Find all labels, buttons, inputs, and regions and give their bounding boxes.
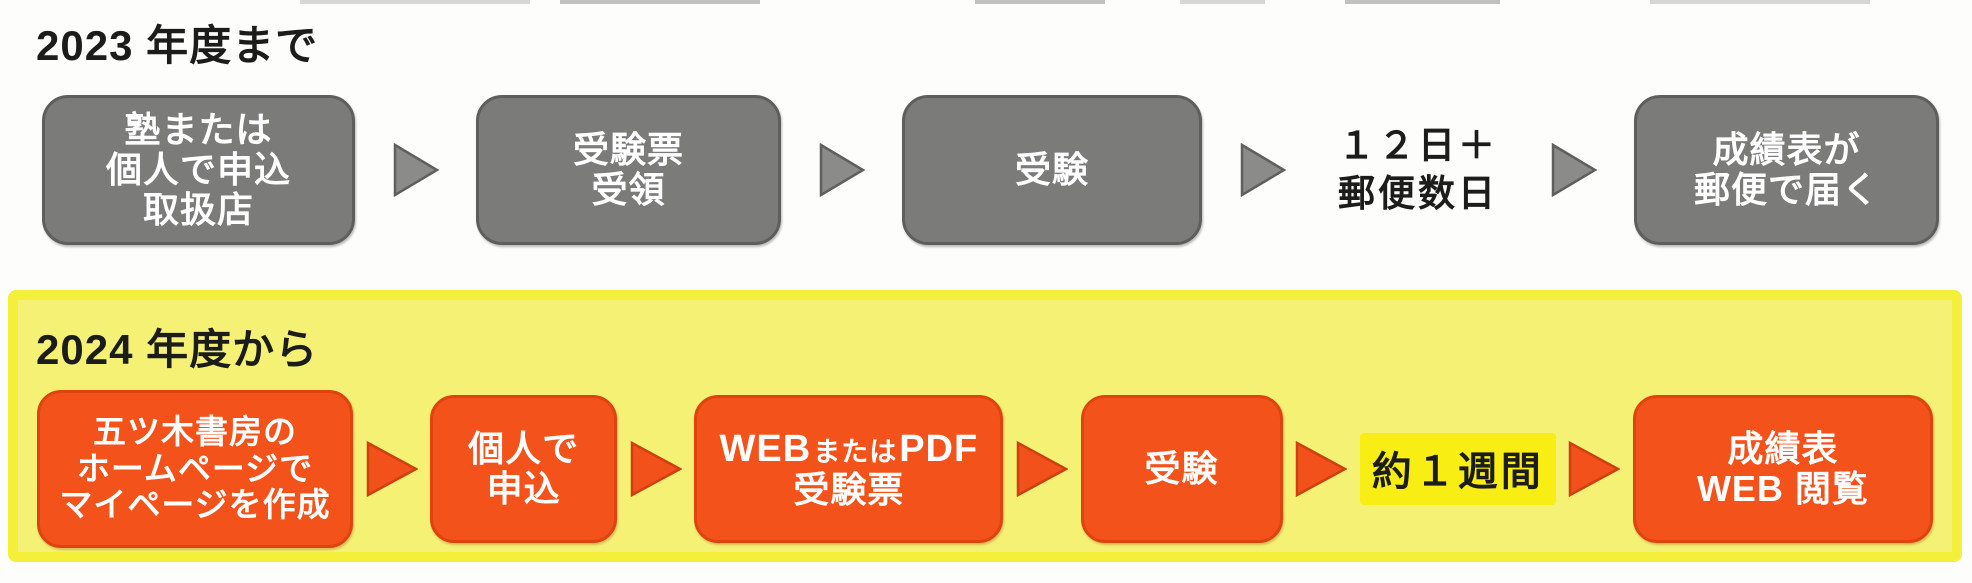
- wait-time-line1: １２日＋: [1338, 124, 1498, 166]
- web-label: WEB: [719, 427, 812, 470]
- step-mypage-line1: 五ツ木書房の: [93, 412, 297, 450]
- phase-2023-title: 2023 年度まで: [36, 22, 319, 69]
- step-web-pdf-ticket-box: WEB または PDF 受験票: [694, 395, 1004, 543]
- step-exam-label-2024: 受験: [1144, 447, 1219, 489]
- arrow-right-icon: [366, 440, 418, 498]
- arrow-right-icon: [819, 143, 865, 197]
- wait-time-line2: 郵便数日: [1338, 173, 1498, 214]
- arrow-right-icon: [393, 143, 439, 197]
- wait-time-label-2024: 約１週間: [1359, 433, 1556, 505]
- step-apply-individual-line1: 個人で: [468, 427, 580, 469]
- step-ticket-receive-line2: 受領: [591, 169, 666, 210]
- scan-artifact: [300, 0, 530, 4]
- phase-2023-flow: 塾または 個人で申込 取扱店 受験票 受領 受験 １２日＋ 郵便数日 成: [42, 95, 1939, 245]
- scan-artifact: [1180, 0, 1265, 4]
- step-result-web-line1: 成績表: [1727, 427, 1839, 469]
- step-mypage-line2: ホームページで: [76, 449, 314, 487]
- step-apply-store-line2: 個人で申込: [105, 148, 291, 190]
- step-web-pdf-ticket-line2: 受験票: [793, 469, 905, 511]
- phase-2024-flow: 五ツ木書房の ホームページで マイページを作成 個人で 申込 WEB または P…: [37, 390, 1933, 548]
- arrow-right-icon: [1016, 440, 1068, 498]
- wait-time-label-2023: １２日＋ 郵便数日: [1323, 122, 1513, 218]
- arrow-right-icon: [1551, 143, 1597, 197]
- step-result-mail-line2: 郵便で届く: [1693, 169, 1879, 210]
- step-result-web-line2: WEB 閲覧: [1696, 468, 1869, 509]
- scan-artifact: [1650, 0, 1870, 4]
- step-apply-individual-box: 個人で 申込: [430, 395, 618, 543]
- or-label: または: [813, 436, 898, 467]
- step-result-web-box: 成績表 WEB 閲覧: [1632, 395, 1933, 543]
- step-exam-label-2023: 受験: [1014, 148, 1089, 190]
- step-exam-box-2023: 受験: [902, 95, 1202, 245]
- step-exam-box-2024: 受験: [1080, 395, 1283, 543]
- phase-2024-title: 2024 年度から: [36, 326, 319, 373]
- arrow-right-icon: [1295, 440, 1348, 498]
- arrow-right-icon: [1240, 143, 1286, 197]
- step-ticket-receive-line1: 受験票: [572, 128, 684, 170]
- step-web-pdf-ticket-line1: WEB または PDF: [720, 428, 979, 471]
- wait-time-highlighted-text: 約１週間: [1359, 433, 1556, 505]
- step-ticket-receive-box: 受験票 受領: [476, 95, 781, 245]
- step-apply-store-box: 塾または 個人で申込 取扱店: [42, 95, 355, 245]
- pdf-label: PDF: [899, 427, 979, 470]
- step-result-mail-line1: 成績表が: [1712, 128, 1861, 170]
- arrow-right-icon: [1568, 440, 1621, 498]
- step-mypage-box: 五ツ木書房の ホームページで マイページを作成: [37, 390, 353, 548]
- scan-artifact: [975, 0, 1105, 4]
- step-result-mail-box: 成績表が 郵便で届く: [1634, 95, 1939, 245]
- scan-artifact: [1345, 0, 1500, 4]
- step-mypage-line3: マイページを作成: [59, 486, 331, 524]
- step-apply-store-line3: 取扱店: [142, 189, 254, 231]
- step-apply-individual-line2: 申込: [486, 468, 561, 509]
- arrow-right-icon: [630, 440, 682, 498]
- scan-artifact: [560, 0, 760, 4]
- step-apply-store-line1: 塾または: [124, 108, 273, 150]
